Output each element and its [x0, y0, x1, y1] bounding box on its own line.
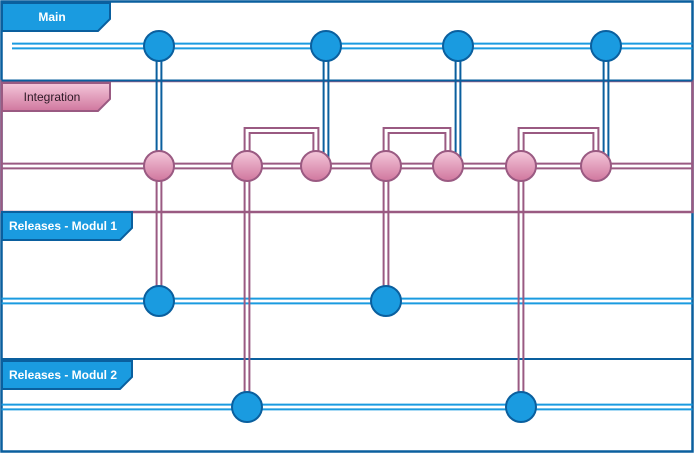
commit-node-r2b [505, 391, 537, 423]
commit-node-r1b [370, 285, 402, 317]
link-i4-i5-bracket-outer [382, 127, 452, 166]
link-i6-i7-bracket-outer [517, 127, 600, 166]
lane-tag-label-releases-modul-2: Releases - Modul 2 [9, 368, 117, 382]
lane-tag-releases-modul-2: Releases - Modul 2 [1, 360, 133, 390]
lane-tag-shape-main [1, 2, 111, 32]
lane-tag-label-integration: Integration [24, 90, 81, 104]
commit-node-i4 [370, 150, 402, 182]
commit-node-m2 [310, 30, 342, 62]
lane-tag-shape-releases-modul-1 [1, 211, 133, 241]
link-i2-i3-bracket-outer [243, 127, 320, 166]
link-i4-i5-bracket-inner [387, 132, 447, 166]
commit-node-i6 [505, 150, 537, 182]
lane-tag-shape-releases-modul-2 [1, 360, 133, 390]
link-i6-i7-bracket-inner [522, 132, 595, 166]
lane-tag-main: Main [1, 2, 111, 32]
commit-node-i7 [580, 150, 612, 182]
connectors [155, 46, 610, 407]
commit-node-r2a [231, 391, 263, 423]
commit-node-i3 [300, 150, 332, 182]
branch-lines [1, 42, 693, 411]
lane-tag-shape-integration [1, 82, 111, 112]
commit-node-i1 [143, 150, 175, 182]
lane-tag-releases-modul-1: Releases - Modul 1 [1, 211, 133, 241]
lane-tag-integration: Integration [1, 82, 111, 112]
lane-tag-label-releases-modul-1: Releases - Modul 1 [9, 219, 117, 233]
commit-node-i5 [432, 150, 464, 182]
commit-node-m4 [590, 30, 622, 62]
link-i2-i3-bracket-inner [248, 132, 315, 166]
commit-node-r1a [143, 285, 175, 317]
lane-tag-label-main: Main [38, 10, 65, 24]
commit-node-i2 [231, 150, 263, 182]
commit-nodes [143, 30, 622, 423]
commit-node-m3 [442, 30, 474, 62]
commit-node-m1 [143, 30, 175, 62]
